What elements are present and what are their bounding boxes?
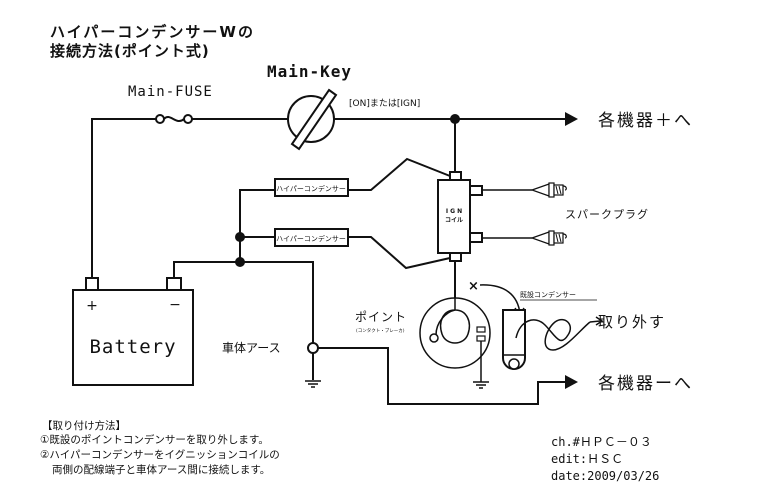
main-key-switch-icon	[287, 88, 338, 151]
footer-info: ch.#ＨＰＣ－０３ edit:ＨＳＣ date:2009/03/26	[551, 435, 659, 483]
arrow-minus-icon	[565, 375, 578, 389]
condenser-wires	[239, 157, 451, 270]
to-devices-plus-label: 各機器＋へ	[598, 111, 693, 131]
hyper-condenser-2: ハイパーコンデンサー	[274, 228, 349, 247]
main-wire-positive	[91, 118, 565, 282]
plug-wires	[482, 189, 532, 239]
battery-label: Battery	[89, 336, 176, 358]
battery: + − Battery	[72, 277, 194, 386]
ign-coil-label-1: I G N	[446, 208, 462, 215]
chart-number: ch.#ＨＰＣ－０３	[551, 435, 652, 449]
main-key-label: Main-Key	[267, 62, 352, 81]
arrow-plus-icon	[565, 112, 578, 126]
remove-label: 取り外す	[598, 313, 666, 331]
instructions: 【取り付け方法】 ①既設のポイントコンデンサーを取り外します。 ②ハイパーコンデ…	[40, 419, 280, 476]
title-line-1: ハイパーコンデンサーWの	[50, 23, 255, 41]
body-ground-label: 車体アース	[222, 341, 281, 355]
point-sub-label: (コンタクト・ブレーカ)	[356, 327, 405, 334]
instructions-heading: 【取り付け方法】	[42, 419, 126, 432]
contact-breaker-icon	[419, 290, 491, 382]
instructions-step-2a: ②ハイパーコンデンサーをイグニッションコイルの	[40, 448, 280, 461]
ground-icon	[305, 380, 321, 388]
fuse-icon	[155, 114, 193, 124]
ground-wire	[173, 261, 314, 380]
existing-condenser-label: 既設コンデンサー	[520, 290, 576, 299]
battery-minus-label: −	[169, 297, 181, 313]
main-fuse-label: Main-FUSE	[128, 84, 213, 100]
junction-dot	[235, 232, 245, 242]
title-line-2: 接続方法(ポイント式)	[50, 42, 210, 60]
existing-condenser-icon	[502, 309, 591, 370]
key-position-label: [ON]または[IGN]	[349, 98, 420, 109]
edit-info: edit:ＨＳＣ	[551, 452, 623, 466]
point-label: ポイント	[355, 310, 407, 324]
remove-mark: ×	[468, 279, 479, 294]
hyper-condenser-1: ハイパーコンデンサー	[274, 178, 349, 197]
date-info: date:2009/03/26	[551, 469, 659, 483]
spark-plug-icon	[530, 230, 567, 246]
body-ground-terminal	[307, 342, 319, 354]
hyper-condenser-2-label: ハイパーコンデンサー	[276, 234, 346, 243]
battery-plus-label: +	[86, 298, 98, 314]
spark-plug-icon	[530, 182, 567, 198]
ground-icon	[473, 381, 489, 389]
ign-coil-label-2: コイル	[445, 217, 463, 224]
hyper-condenser-1-label: ハイパーコンデンサー	[276, 184, 346, 193]
instructions-step-1: ①既設のポイントコンデンサーを取り外します。	[40, 433, 269, 446]
instructions-step-2b: 両側の配線端子と車体アース間に接続します。	[52, 463, 270, 476]
negative-wire	[318, 347, 565, 405]
ign-coil: I G N コイル	[437, 171, 483, 262]
spark-plug-label: スパークプラグ	[565, 207, 649, 221]
to-devices-minus-label: 各機器ーへ	[598, 374, 693, 394]
arrow-head-icon	[595, 316, 604, 326]
